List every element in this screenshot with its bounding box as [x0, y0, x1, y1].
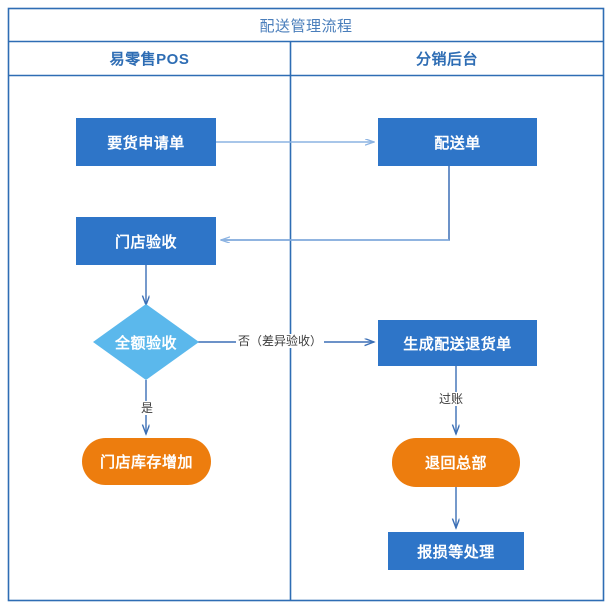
lane-header-backend: 分销后台 [415, 51, 478, 68]
lane-header-pos: 易零售POS [109, 51, 190, 68]
page-title: 配送管理流程 [259, 17, 353, 35]
node-requisition-order[interactable]: 要货申请单 [76, 118, 216, 166]
edge-label-post: 过账 [437, 392, 466, 406]
edge-label-yes: 是 [139, 401, 156, 415]
node-store-acceptance[interactable]: 门店验收 [76, 217, 216, 265]
edge-delivery-to-accept [221, 166, 450, 241]
node-store-stock-increase[interactable]: 门店库存增加 [82, 438, 211, 485]
edge-label-no-diff-accept: 否（差异验收） [236, 334, 325, 348]
node-generate-return-order[interactable]: 生成配送退货单 [378, 320, 537, 366]
node-return-to-hq[interactable]: 退回总部 [392, 438, 520, 487]
node-loss-handling[interactable]: 报损等处理 [388, 532, 524, 570]
node-delivery-order[interactable]: 配送单 [378, 118, 537, 166]
node-full-acceptance[interactable]: 全额验收 [93, 304, 199, 380]
node-full-acceptance-label: 全额验收 [114, 334, 177, 352]
